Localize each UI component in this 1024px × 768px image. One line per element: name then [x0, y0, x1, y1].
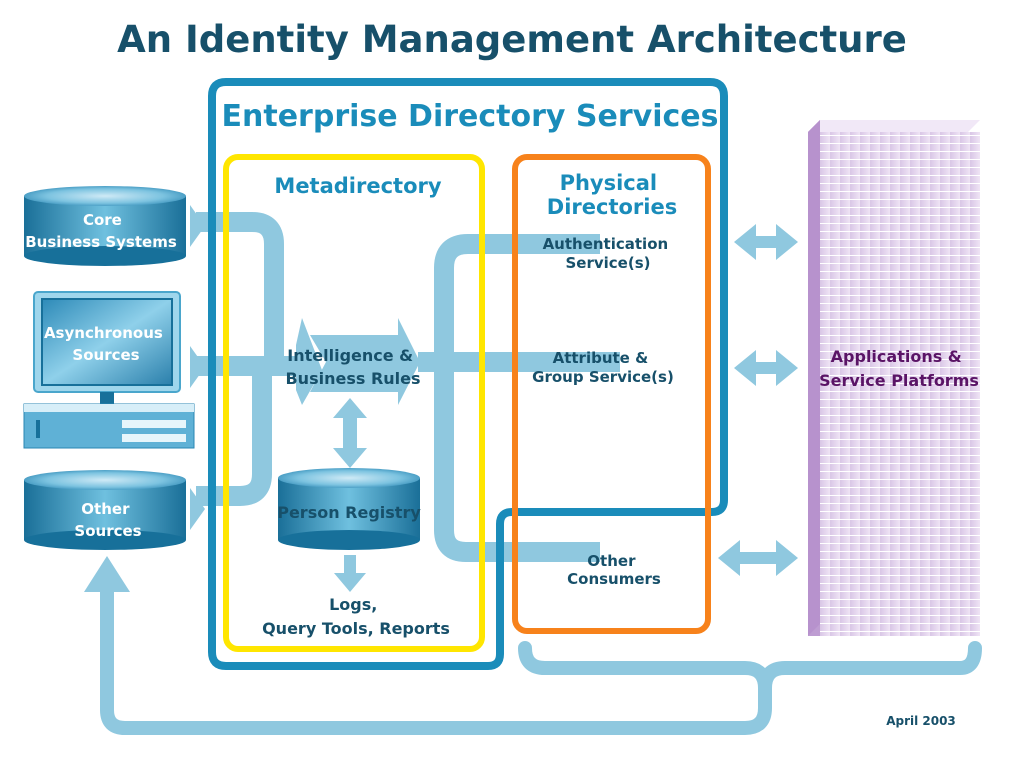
core-business-systems-label: Core Business Systems — [25, 211, 177, 251]
attr-line1: Attribute & — [553, 349, 649, 367]
authentication-service-label: Authentication Service(s) — [543, 235, 674, 272]
apps-line1: Applications & — [831, 347, 962, 366]
other-sources-line1: Other — [81, 500, 130, 518]
applications-label: Applications & Service Platforms — [819, 347, 979, 390]
person-registry-cylinder — [278, 468, 420, 550]
physical-label-line1: Physical — [560, 171, 658, 195]
physical-label-line2: Directories — [547, 195, 677, 219]
consumers-line2: Consumers — [567, 570, 661, 588]
core-business-systems-cylinder — [24, 186, 186, 266]
other-sources-cylinder — [24, 470, 186, 550]
intelligence-line1: Intelligence & — [287, 346, 413, 365]
logs-line1: Logs, — [329, 595, 377, 614]
consumers-line1: Other — [587, 552, 636, 570]
page-title: An Identity Management Architecture — [117, 18, 907, 61]
asynchronous-sources-label: Asynchronous Sources — [44, 324, 168, 364]
apps-line2: Service Platforms — [819, 371, 979, 390]
physical-directories-label: Physical Directories — [547, 171, 677, 219]
core-line1: Core — [83, 211, 122, 229]
application-double-arrows — [718, 224, 798, 576]
date-label: April 2003 — [886, 714, 956, 728]
intelligence-arrows — [296, 318, 420, 405]
attribute-group-service-label: Attribute & Group Service(s) — [532, 349, 674, 386]
auth-line2: Service(s) — [566, 254, 651, 272]
input-arrows — [190, 205, 205, 530]
core-line2: Business Systems — [25, 233, 177, 251]
logs-label: Logs, Query Tools, Reports — [262, 595, 450, 638]
person-registry-label: Person Registry — [277, 503, 421, 522]
applications-block — [808, 120, 980, 636]
intelligence-label: Intelligence & Business Rules — [285, 346, 420, 388]
asynchronous-sources-computer — [23, 291, 195, 449]
intelligence-line2: Business Rules — [285, 369, 420, 388]
feedback-arrow-head — [84, 556, 130, 592]
async-line2: Sources — [72, 346, 139, 364]
registry-double-arrow — [333, 398, 367, 468]
auth-line1: Authentication — [543, 235, 669, 253]
enterprise-label: Enterprise Directory Services — [222, 99, 719, 134]
logs-line2: Query Tools, Reports — [262, 619, 450, 638]
attr-line2: Group Service(s) — [532, 368, 674, 386]
feedback-loop — [100, 583, 982, 735]
other-sources-label: Other Sources — [74, 500, 141, 540]
other-sources-line2: Sources — [74, 522, 141, 540]
enterprise-directory-box — [208, 78, 728, 670]
metadirectory-label: Metadirectory — [274, 174, 441, 198]
logs-down-arrow — [334, 555, 366, 592]
distribution-flows — [418, 234, 620, 562]
other-consumers-label: Other Consumers — [567, 552, 661, 588]
async-line1: Asynchronous — [44, 324, 163, 342]
metadirectory-box — [223, 154, 485, 652]
physical-directories-box — [512, 154, 711, 634]
